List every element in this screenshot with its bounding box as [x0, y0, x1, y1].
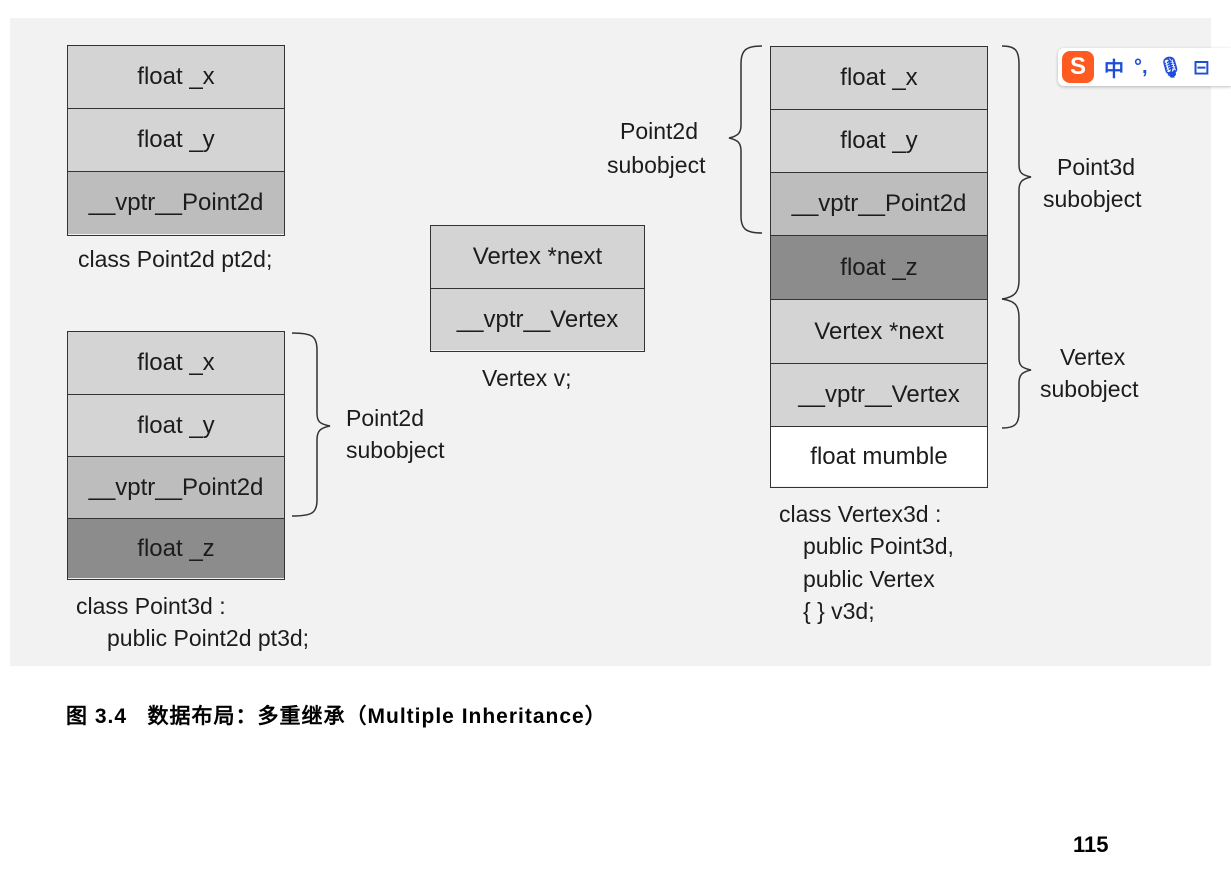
v3d-label-line1: class Vertex3d :: [779, 501, 942, 527]
cell-text: float mumble: [810, 442, 948, 470]
pt2d-vptr: __vptr__Point2d: [68, 172, 284, 234]
pt3d-layout: float _x float _y __vptr__Point2d float …: [67, 331, 285, 580]
cell-text: float _y: [137, 126, 215, 153]
v3d-field-x: float _x: [771, 47, 987, 110]
pt3d-field-z: float _z: [68, 519, 284, 578]
v3d-label-line4: { } v3d;: [803, 598, 875, 624]
pt2d-field-y: float _y: [68, 109, 284, 172]
cell-text: __vptr__Point2d: [88, 189, 264, 216]
pt3d-vptr: __vptr__Point2d: [68, 457, 284, 519]
keyboard-icon[interactable]: ⊟: [1192, 56, 1210, 79]
v3d-point3d-brace-label-line2: subobject: [1043, 186, 1142, 212]
v3d-vptr-point2d: __vptr__Point2d: [771, 173, 987, 236]
cell-text: __vptr__Point2d: [88, 473, 264, 501]
cell-text: float _y: [840, 127, 918, 154]
cell-text: float _x: [840, 64, 918, 91]
pt3d-field-y: float _y: [68, 395, 284, 457]
v3d-point3d-brace: [1001, 45, 1032, 300]
pt3d-point2d-brace: [291, 332, 331, 517]
cell-text: Vertex *next: [472, 243, 603, 270]
figure-caption: 图 3.4 数据布局：多重继承（Multiple Inheritance）: [66, 705, 607, 728]
cell-text: float _x: [137, 63, 215, 90]
pt3d-label-line2: public Point2d pt3d;: [107, 625, 310, 651]
v3d-vertex-brace-label-line2: subobject: [1040, 376, 1139, 402]
cell-text: float _z: [840, 253, 918, 281]
microphone-icon[interactable]: 🎙: [1157, 56, 1183, 79]
v3d-point2d-brace-label-line2: subobject: [607, 152, 706, 178]
cell-text: float _z: [137, 534, 215, 562]
v3d-vertex-brace: [1001, 298, 1032, 429]
cell-text: float _y: [137, 411, 215, 439]
pt3d-field-x: float _x: [68, 332, 284, 395]
v3d-point3d-brace-label-line1: Point3d: [1057, 154, 1136, 180]
cell-text: Vertex *next: [814, 317, 944, 345]
pt3d-brace-label-line2: subobject: [346, 437, 445, 463]
ime-toolbar[interactable]: S 中 °, 🎙 ⊟: [1058, 48, 1231, 86]
v3d-vptr-vertex: __vptr__Vertex: [771, 364, 987, 427]
vertex-next: Vertex *next: [431, 226, 644, 289]
cell-text: __vptr__Point2d: [791, 190, 967, 217]
v3d-field-z: float _z: [771, 236, 987, 300]
vertex-label: Vertex v;: [482, 365, 572, 391]
v3d-point2d-brace-label-line1: Point2d: [620, 118, 699, 144]
v3d-label-line2: public Point3d,: [803, 533, 954, 559]
ime-punctuation-toggle[interactable]: °,: [1134, 55, 1148, 78]
pt2d-label: class Point2d pt2d;: [78, 246, 273, 272]
pt2d-layout: float _x float _y __vptr__Point2d: [67, 45, 285, 236]
page-number: 115: [1073, 832, 1109, 857]
vertex-vptr: __vptr__Vertex: [431, 289, 644, 350]
pt2d-field-x: float _x: [68, 46, 284, 109]
v3d-field-y: float _y: [771, 110, 987, 173]
vertex-layout: Vertex *next __vptr__Vertex: [430, 225, 645, 352]
v3d-float-mumble: float mumble: [771, 427, 987, 486]
v3d-vertex-next: Vertex *next: [771, 300, 987, 364]
v3d-layout: float _x float _y __vptr__Point2d float …: [770, 46, 988, 488]
v3d-vertex-brace-label-line1: Vertex: [1060, 344, 1126, 370]
sogou-logo-icon[interactable]: S: [1062, 51, 1094, 83]
cell-text: __vptr__Vertex: [798, 381, 960, 408]
v3d-label-line3: public Vertex: [803, 566, 935, 592]
cell-text: __vptr__Vertex: [456, 305, 619, 333]
pt3d-brace-label-line1: Point2d: [346, 405, 425, 431]
pt3d-label-line1: class Point3d :: [76, 593, 226, 619]
cell-text: float _x: [137, 349, 215, 376]
v3d-point2d-brace: [728, 45, 763, 234]
ime-chinese-mode-toggle[interactable]: 中: [1104, 58, 1124, 81]
